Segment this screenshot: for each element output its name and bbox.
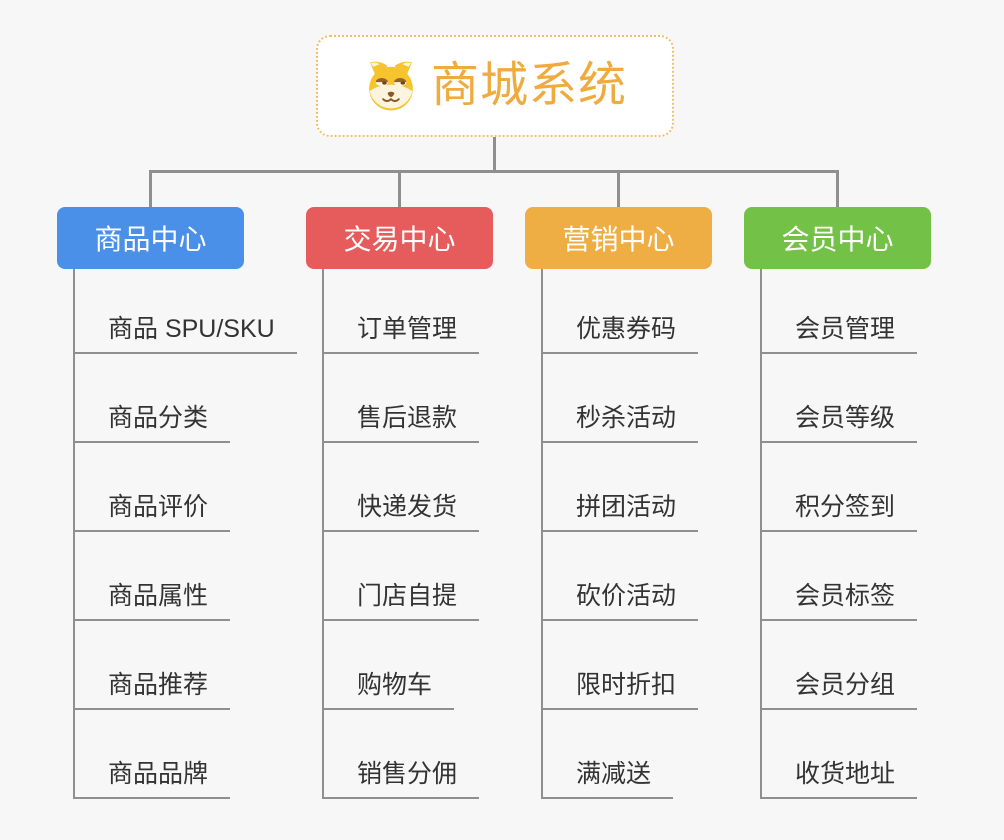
connector-root-stem <box>493 137 496 173</box>
child-list-member: 会员管理 会员等级 积分签到 会员标签 会员分组 收货地址 <box>760 269 931 799</box>
branch-trade-center: 交易中心 订单管理 售后退款 快递发货 门店自提 购物车 销售分佣 <box>306 207 493 799</box>
branch-node-marketing-center[interactable]: 营销中心 <box>525 207 712 269</box>
topic-item[interactable]: 积分签到 <box>760 443 918 532</box>
topic-item[interactable]: 会员管理 <box>760 269 918 354</box>
topic-item[interactable]: 秒杀活动 <box>541 354 699 443</box>
topic-item[interactable]: 售后退款 <box>322 354 480 443</box>
connector-drop-marketing <box>617 170 620 207</box>
topic-item[interactable]: 商品推荐 <box>73 621 231 710</box>
topic-item[interactable]: 门店自提 <box>322 532 480 621</box>
topic-item[interactable]: 销售分佣 <box>322 710 480 799</box>
root-node-mall-system[interactable]: 商城系统 <box>316 35 674 137</box>
topic-item[interactable]: 商品评价 <box>73 443 231 532</box>
topic-item[interactable]: 商品品牌 <box>73 710 231 799</box>
branch-node-trade-center[interactable]: 交易中心 <box>306 207 493 269</box>
child-list-product: 商品 SPU/SKU 商品分类 商品评价 商品属性 商品推荐 商品品牌 <box>73 269 297 799</box>
branch-node-member-center[interactable]: 会员中心 <box>744 207 931 269</box>
branch-marketing-center: 营销中心 优惠券码 秒杀活动 拼团活动 砍价活动 限时折扣 满减送 <box>525 207 712 799</box>
branch-product-center: 商品中心 商品 SPU/SKU 商品分类 商品评价 商品属性 商品推荐 商品品牌 <box>57 207 297 799</box>
topic-item[interactable]: 商品属性 <box>73 532 231 621</box>
topic-item[interactable]: 满减送 <box>541 710 674 799</box>
topic-item[interactable]: 订单管理 <box>322 269 480 354</box>
topic-item[interactable]: 拼团活动 <box>541 443 699 532</box>
child-list-marketing: 优惠券码 秒杀活动 拼团活动 砍价活动 限时折扣 满减送 <box>541 269 712 799</box>
connector-trunk <box>149 170 839 173</box>
connector-drop-member <box>836 170 839 207</box>
branch-node-product-center[interactable]: 商品中心 <box>57 207 244 269</box>
connector-drop-trade <box>398 170 401 207</box>
topic-item[interactable]: 砍价活动 <box>541 532 699 621</box>
root-title: 商城系统 <box>430 59 627 112</box>
topic-item[interactable]: 优惠券码 <box>541 269 699 354</box>
connector-drop-product <box>149 170 152 207</box>
topic-item[interactable]: 会员等级 <box>760 354 918 443</box>
topic-item[interactable]: 会员标签 <box>760 532 918 621</box>
topic-item[interactable]: 商品 SPU/SKU <box>73 269 297 354</box>
topic-item[interactable]: 快递发货 <box>322 443 480 532</box>
child-list-trade: 订单管理 售后退款 快递发货 门店自提 购物车 销售分佣 <box>322 269 493 799</box>
topic-item[interactable]: 会员分组 <box>760 621 918 710</box>
dog-face-icon <box>369 61 413 111</box>
topic-item[interactable]: 购物车 <box>322 621 455 710</box>
topic-item[interactable]: 限时折扣 <box>541 621 699 710</box>
topic-item[interactable]: 商品分类 <box>73 354 231 443</box>
topic-item[interactable]: 收货地址 <box>760 710 918 799</box>
branch-member-center: 会员中心 会员管理 会员等级 积分签到 会员标签 会员分组 收货地址 <box>744 207 931 799</box>
